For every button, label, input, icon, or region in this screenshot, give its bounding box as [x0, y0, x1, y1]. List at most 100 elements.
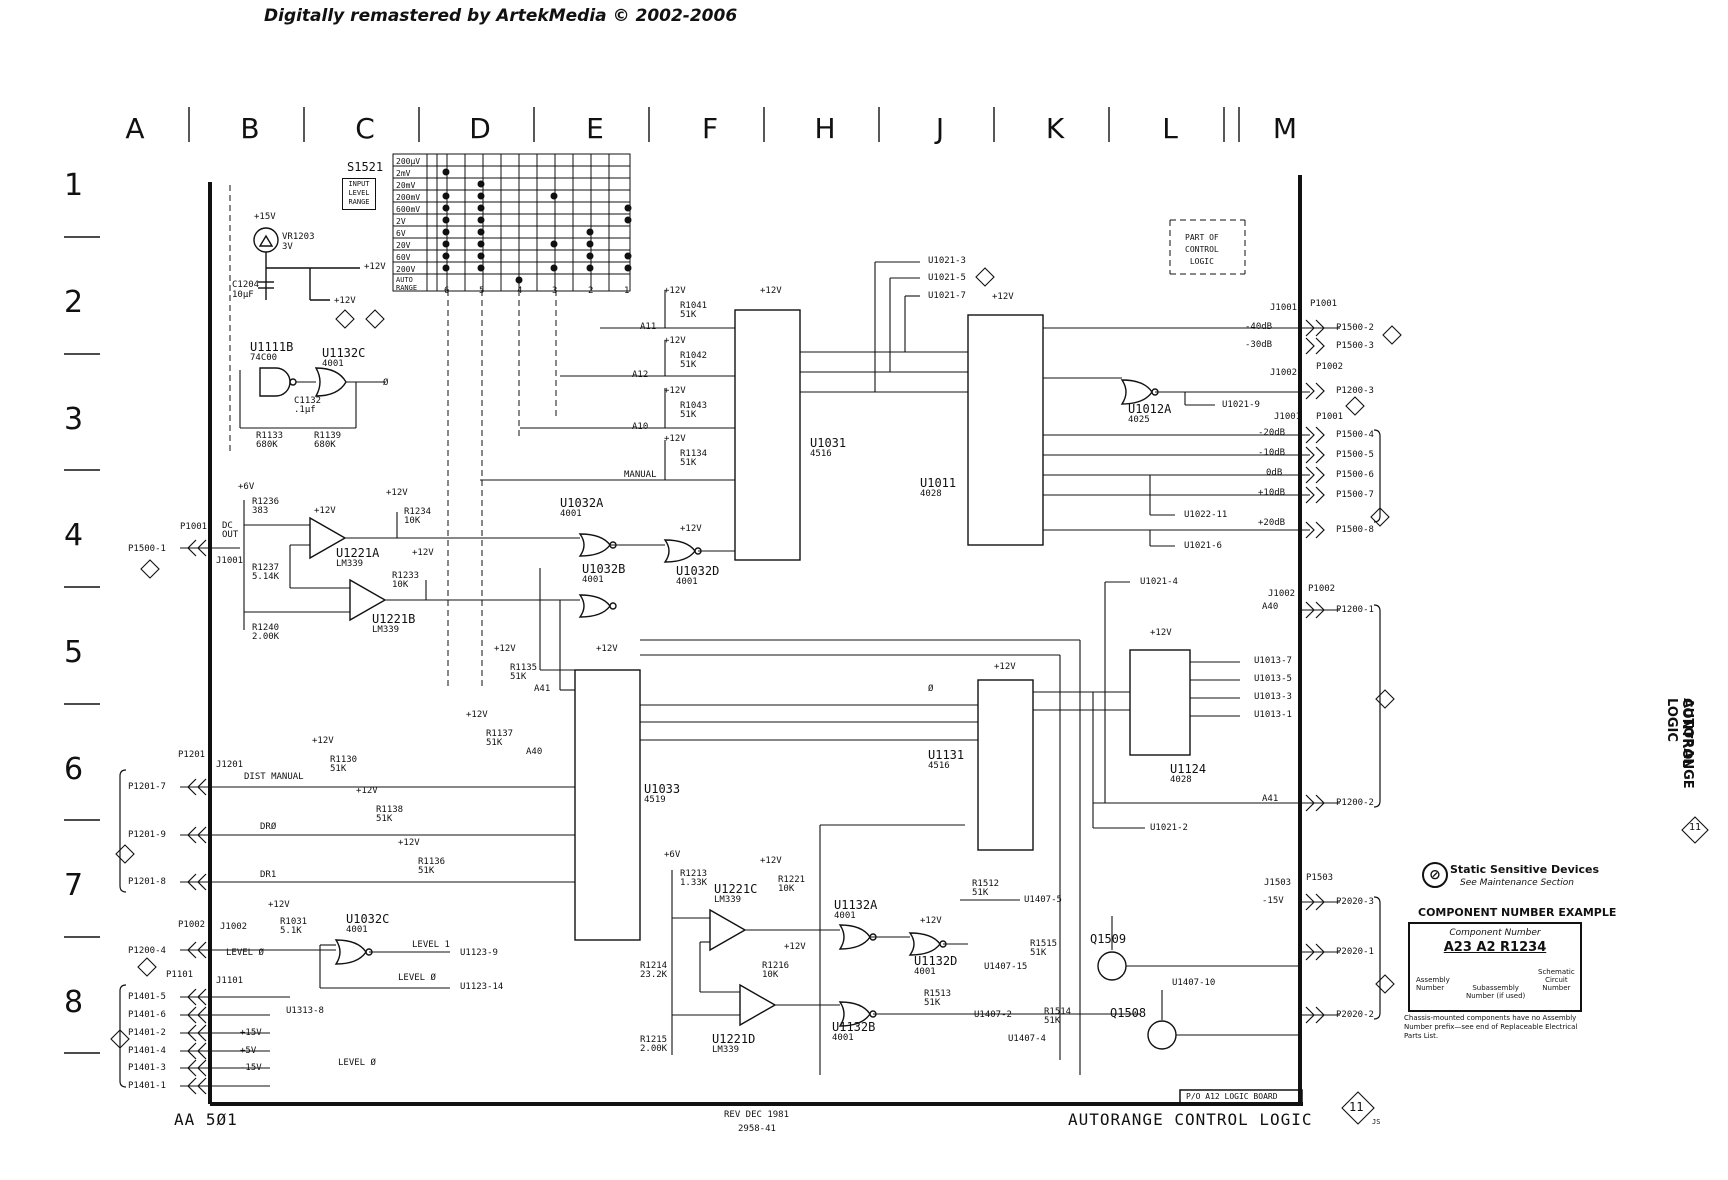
switch-col-5: 5 [479, 286, 485, 296]
net-dr1: DR1 [260, 870, 277, 880]
conn-j1201: J1201 [216, 760, 244, 770]
r1137-value: 51K [486, 738, 503, 748]
db-label: -10dB [1258, 448, 1286, 458]
u1131-type: 4516 [928, 761, 950, 771]
supply-label: +12V [268, 900, 290, 910]
r1221-value: 10K [778, 884, 795, 894]
left-signal: P1201-8 [128, 877, 166, 887]
grid-col-b: B [240, 112, 260, 145]
r1130-ref: R1130 [330, 755, 358, 765]
net-a41-u1033: A41 [534, 684, 551, 694]
u1011-type: 4028 [920, 489, 942, 499]
vr1203-value: 3V [282, 242, 293, 252]
u1132c-ref: U1132C [322, 346, 366, 360]
net-a12: A12 [632, 370, 649, 380]
range-label: 2mV [396, 169, 411, 178]
grid-row-7: 7 [64, 868, 84, 903]
r1240-ref: R1240 [252, 623, 280, 633]
grid-col-l: L [1162, 112, 1178, 145]
r1233-ref: R1233 [392, 571, 420, 581]
side-subtitle: CONTROL LOGIC [1664, 698, 1694, 808]
r1134-ref: R1134 [680, 449, 708, 459]
u1033-type: 4519 [644, 795, 666, 805]
side-diagram-number: 11 [1689, 822, 1702, 833]
c1204-ref: C1204 [232, 280, 260, 290]
r1135-value: 51K [510, 672, 527, 682]
r1234-ref: R1234 [404, 507, 432, 517]
net-u1407-15: U1407-15 [984, 962, 1028, 972]
u1111b-type: 74C00 [250, 353, 278, 363]
net-level0: LEVEL Ø [226, 948, 264, 958]
range-label: AUTO RANGE [396, 276, 418, 292]
net-level0: LEVEL Ø [338, 1058, 376, 1068]
right-signal: P1500-2 [1336, 323, 1374, 333]
supply-label: -15V [1262, 896, 1284, 906]
r1237-ref: R1237 [252, 563, 280, 573]
u1132a-type: 4001 [834, 911, 856, 921]
range-label: 200μV [396, 157, 421, 166]
left-signal: P1401-5 [128, 992, 166, 1002]
net-u1013-7: U1013-7 [1254, 656, 1292, 666]
box-label-input: INPUT [348, 180, 370, 188]
c1132-label: C1132.1μf [294, 397, 321, 415]
supply-label: +12V [386, 488, 408, 498]
u1132d-type: 4001 [914, 967, 936, 977]
switch-col-3: 3 [552, 286, 558, 296]
net-u1123-9: U1123-9 [460, 948, 498, 958]
net-dist-manual: DIST MANUAL [244, 772, 304, 782]
grid-row-8: 8 [64, 985, 84, 1020]
part-of-line: PART OF [1185, 233, 1219, 242]
supply-label: +12V [784, 942, 806, 952]
supply-label: +12V [664, 434, 686, 444]
u1032c-ref: U1032C [346, 912, 390, 926]
range-label: 600mV [396, 205, 421, 214]
u1132d-ref: U1132D [914, 954, 958, 968]
r1240-value: 2.00K [252, 632, 280, 642]
grid-row-4: 4 [64, 518, 84, 553]
conn-j1101: J1101 [216, 976, 244, 986]
conn-j1503: J1503 [1264, 878, 1292, 888]
u1132c-type: 4001 [322, 359, 344, 369]
diagram-title: AUTORANGE CONTROL LOGIC [1068, 1110, 1313, 1129]
grid-col-f: F [701, 112, 719, 145]
r1513-ref: R1513 [924, 989, 952, 999]
grid-col-d: D [469, 112, 491, 145]
range-labels: 200μV 2mV 20mV 200mV 600mV 2V 6V 20V 60V… [396, 156, 426, 292]
net-u1123-14: U1123-14 [460, 982, 504, 992]
u1111b-ref: U1111B [250, 340, 294, 354]
cne-header: Component Number [1449, 928, 1541, 938]
net-u1313-8: U1313-8 [286, 1006, 324, 1016]
cne-code: A23 A2 R1234 [1443, 940, 1547, 955]
right-signal: P1500-4 [1336, 430, 1374, 440]
conn-j1002: J1002 [1268, 589, 1296, 599]
switch-col-1: 1 [624, 286, 630, 296]
u1031-ref: U1031 [810, 436, 847, 450]
range-label: 20V [396, 241, 411, 250]
supply-label: +5V [240, 1046, 257, 1056]
conn-j1001: J1001 [1274, 412, 1302, 422]
range-label: 200mV [396, 193, 421, 202]
r1134-value: 51K [680, 458, 697, 468]
u1221a-type: LM339 [336, 559, 364, 569]
r1136-ref: R1136 [418, 857, 446, 867]
r1031-value: 5.1K [280, 926, 302, 936]
c1132-value: .1μf [294, 405, 316, 415]
switch-col-6: 6 [444, 286, 450, 296]
conn-p1001: P1001 [1316, 412, 1344, 422]
